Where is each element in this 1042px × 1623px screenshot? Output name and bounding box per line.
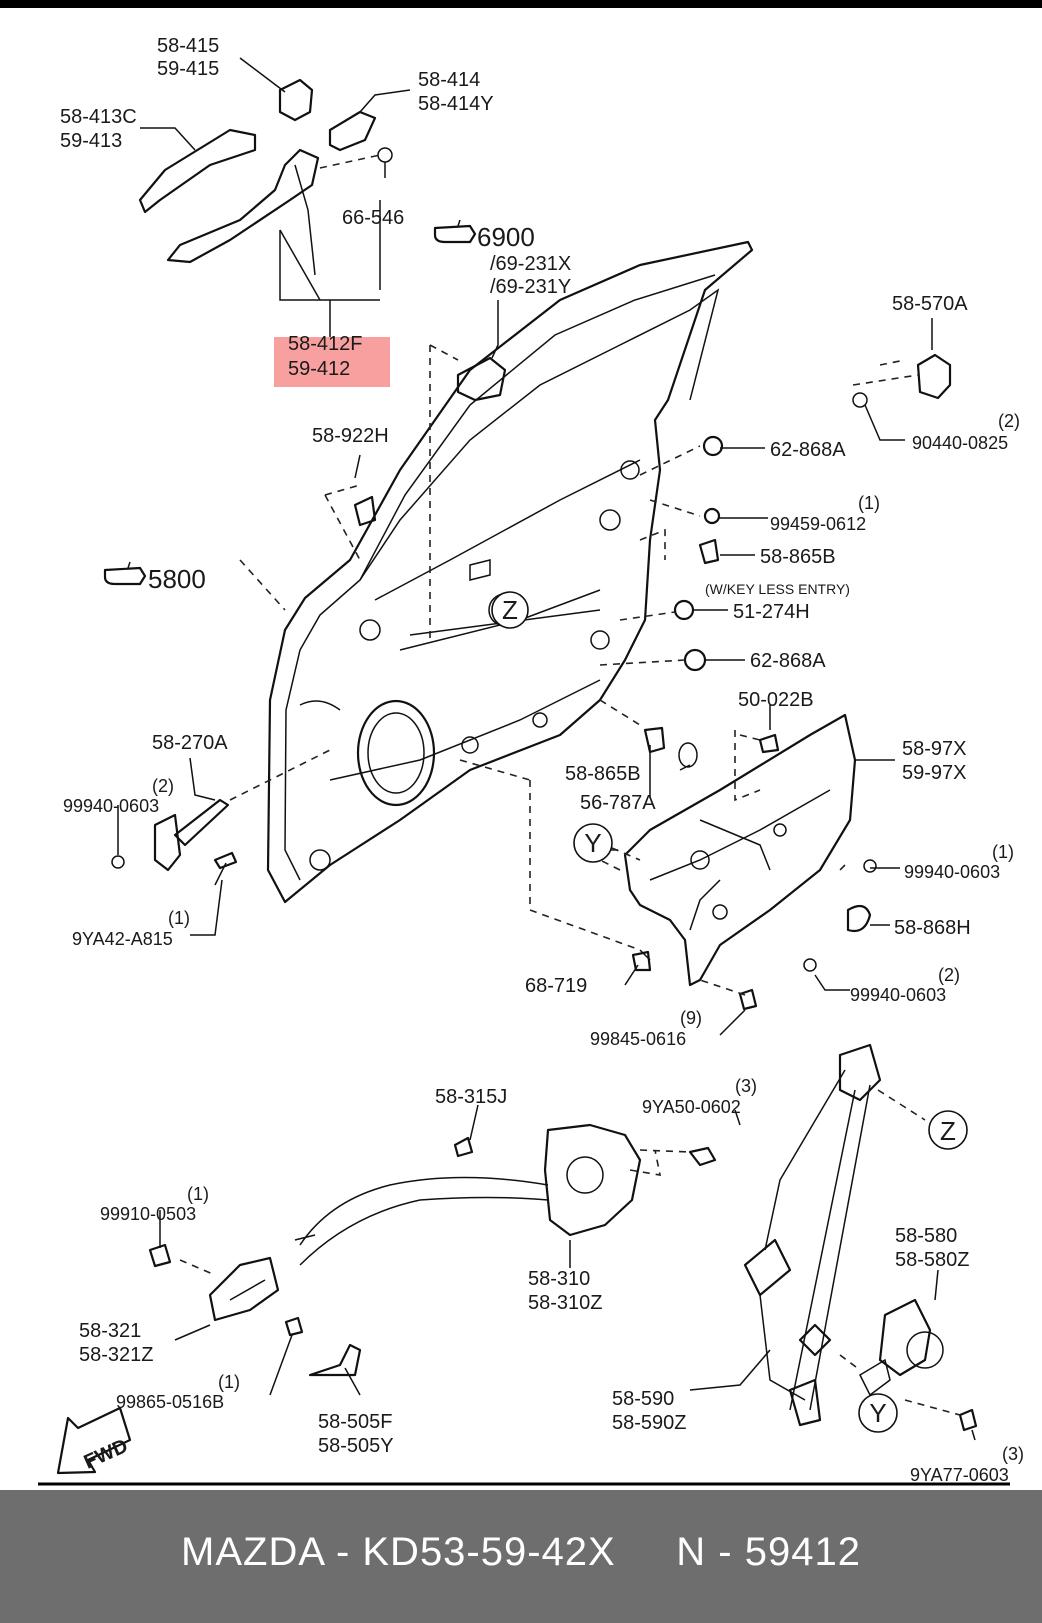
label-99940-c-qty: (2) [938, 965, 960, 985]
label-59-97x: 59-97X [902, 762, 967, 784]
lock-actuator [294, 1123, 642, 1266]
label-66-546: 66-546 [342, 207, 404, 229]
footer-bar: MAZDA - KD53-59-42X N - 59412 [0, 1490, 1042, 1623]
label-99940-b-qty: (1) [992, 842, 1014, 862]
label-99940-0603-b: 99940-0603 [904, 862, 1000, 882]
leader-lines [117, 57, 976, 1441]
label-62-868a-1: 62-868A [770, 439, 846, 461]
label-59-415: 59-415 [157, 58, 219, 80]
label-9ya77-0603: 9YA77-0603 [910, 1465, 1009, 1485]
label-58-310: 58-310 [528, 1268, 590, 1290]
label-58-412f: 58-412F [288, 333, 363, 355]
label-58-321: 58-321 [79, 1320, 141, 1342]
label-w-keyless-entry: (W/KEY LESS ENTRY) [705, 581, 850, 597]
latch-striker [353, 353, 952, 527]
label-58-505f: 58-505F [318, 1411, 393, 1433]
label-58-580z: 58-580Z [895, 1249, 970, 1271]
fwd-text: FWD [81, 1435, 132, 1474]
pointing-hand-icon [433, 219, 477, 244]
label-58-868h: 58-868H [894, 917, 971, 939]
door-check [111, 798, 238, 886]
label-58-270a: 58-270A [152, 732, 228, 754]
callout-z-bottom: Z [928, 1110, 968, 1150]
label-58-570a: 58-570A [892, 293, 968, 315]
top-border [0, 0, 1042, 8]
label-99940-a-qty: (2) [152, 776, 174, 796]
label-58-590z: 58-590Z [612, 1412, 687, 1434]
label-58-321z: 58-321Z [79, 1344, 154, 1366]
callout-z-top-text: Z [502, 595, 518, 625]
label-9ya42-a815: 9YA42-A815 [72, 929, 173, 949]
label-99865-qty: (1) [218, 1372, 240, 1392]
callout-z-top: Z [491, 591, 529, 629]
dashed-leaders [179, 154, 961, 1416]
inner-module [623, 713, 877, 987]
inner-handle [208, 1256, 280, 1322]
label-5800: 5800 [148, 564, 206, 594]
label-99845-qty: (9) [680, 1008, 702, 1028]
label-99940-0603-c: 99940-0603 [850, 985, 946, 1005]
callout-z-bottom-text: Z [940, 1116, 956, 1146]
footer-part-number: MAZDA - KD53-59-42X N - 59412 [181, 1530, 861, 1574]
label-59-412: 59-412 [288, 358, 350, 380]
label-58-922h: 58-922H [312, 425, 389, 447]
label-99459-0612: 99459-0612 [770, 514, 866, 534]
pointing-hand-icon-2 [103, 561, 147, 586]
label-9ya50-0602: 9YA50-0602 [642, 1097, 741, 1117]
fwd-arrow-icon: FWD [56, 1406, 132, 1475]
label-50-022b: 50-022B [738, 689, 814, 711]
window-motor [859, 1298, 944, 1397]
label-58-315j: 58-315J [435, 1086, 507, 1108]
label-99910-0503: 99910-0503 [100, 1204, 196, 1224]
label-51-274h: 51-274H [733, 601, 810, 623]
callout-y-bottom-text: Y [869, 1398, 886, 1428]
label-99865-0516b: 99865-0516B [116, 1392, 224, 1412]
label-58-590: 58-590 [612, 1388, 674, 1410]
label-58-865b-1: 58-865B [760, 546, 836, 568]
window-regulator [743, 1043, 882, 1427]
label-58-97x: 58-97X [902, 738, 967, 760]
callout-y-top: Y [573, 823, 641, 863]
label-58-414: 58-414 [418, 69, 480, 91]
label-58-413c: 58-413C [60, 106, 137, 128]
label-99845-0616: 99845-0616 [590, 1029, 686, 1049]
label-62-868a-2: 62-868A [750, 650, 826, 672]
label-69-231y: /69-231Y [490, 276, 571, 298]
highlight-box [274, 337, 390, 387]
label-9ya77-qty: (3) [1002, 1444, 1024, 1464]
part-labels: 58-415 59-415 58-414 58-414Y 58-413C 59-… [60, 35, 1024, 1485]
label-9ya42-qty: (1) [168, 908, 190, 928]
label-99459-qty: (1) [858, 493, 880, 513]
label-6900: 6900 [477, 222, 535, 252]
label-90440-0825: 90440-0825 [912, 433, 1008, 453]
door-shell [266, 240, 754, 904]
label-58-414y: 58-414Y [418, 93, 494, 115]
label-69-231x: /69-231X [490, 253, 571, 275]
label-59-413: 59-413 [60, 130, 122, 152]
label-90440-qty: (2) [998, 411, 1020, 431]
callout-y-bottom: Y [858, 1393, 898, 1433]
label-58-865b-2: 58-865B [565, 763, 641, 785]
label-58-580: 58-580 [895, 1225, 957, 1247]
label-58-505y: 58-505Y [318, 1435, 394, 1457]
label-99910-qty: (1) [187, 1184, 209, 1204]
label-58-415: 58-415 [157, 35, 219, 57]
label-58-310z: 58-310Z [528, 1292, 603, 1314]
label-99940-0603-a: 99940-0603 [63, 796, 159, 816]
label-56-787a: 56-787A [580, 792, 656, 814]
callout-y-top-text: Y [584, 828, 601, 858]
outer-handle [138, 78, 393, 301]
label-68-719: 68-719 [525, 975, 587, 997]
label-9ya50-qty: (3) [735, 1076, 757, 1096]
